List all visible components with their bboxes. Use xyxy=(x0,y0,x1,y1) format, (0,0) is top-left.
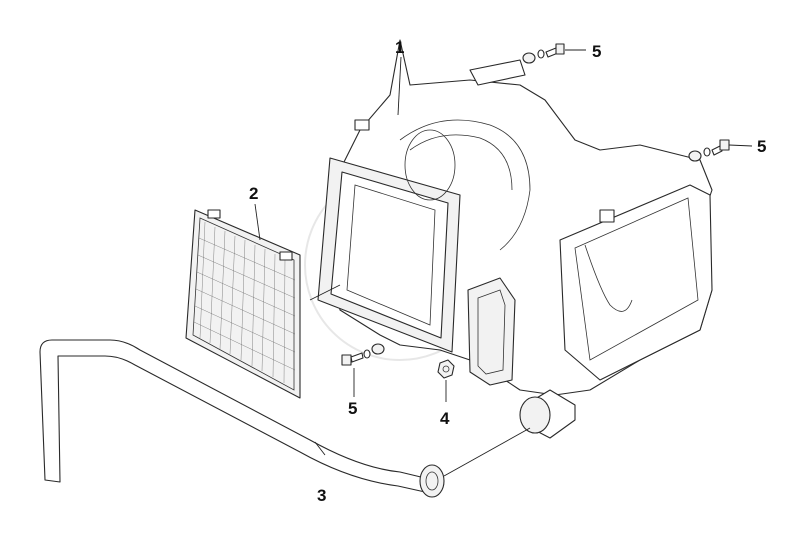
nut xyxy=(437,359,455,379)
callout-1: 1 xyxy=(395,38,404,57)
filter-grille xyxy=(185,209,301,399)
callout-5-bottom: 5 xyxy=(348,399,357,418)
leader-lines xyxy=(254,49,753,477)
callout-5-top: 5 xyxy=(592,42,601,61)
callout-2: 2 xyxy=(249,184,258,203)
heater-housing xyxy=(317,39,713,439)
callout-4: 4 xyxy=(440,409,450,428)
callout-5-right: 5 xyxy=(757,137,766,156)
callout-3: 3 xyxy=(317,486,326,505)
screw-right xyxy=(688,139,730,162)
screw-top xyxy=(522,43,565,64)
drain-hose xyxy=(39,339,445,498)
screw-bottom xyxy=(341,343,385,366)
